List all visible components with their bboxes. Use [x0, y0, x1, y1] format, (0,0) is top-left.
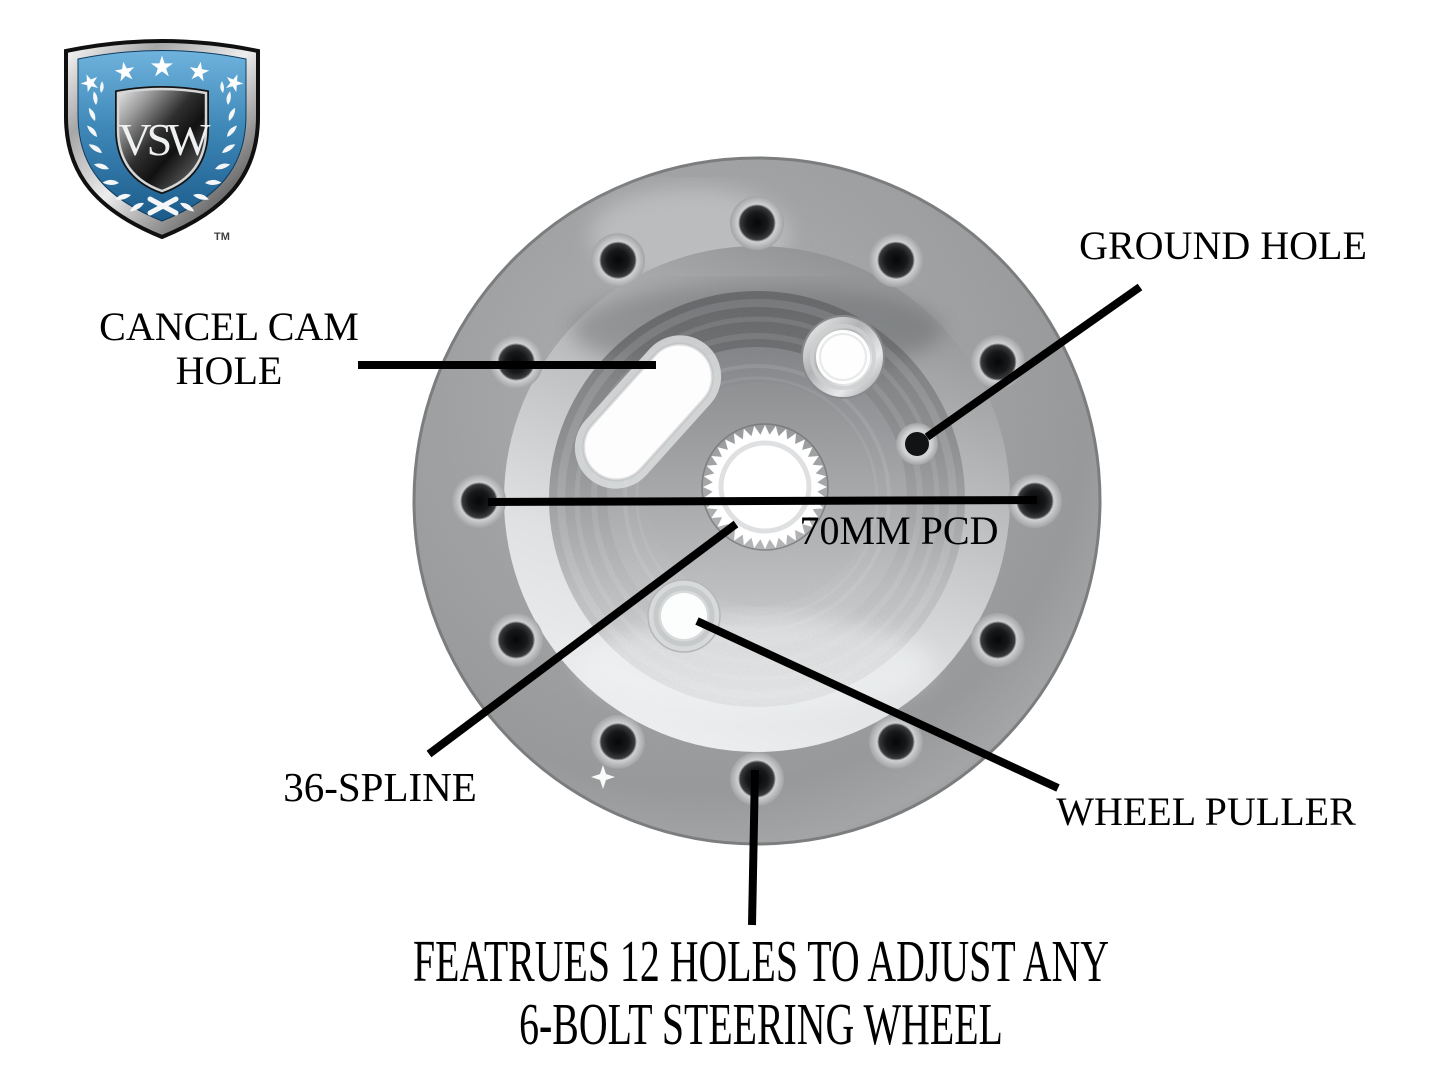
label-spline: 36-SPLINE	[283, 764, 477, 810]
sparkle-highlight	[591, 765, 615, 789]
label-features-line2: 6-BOLT STEERING WHEEL	[519, 991, 1003, 1057]
inner-shield: VSW	[115, 86, 216, 195]
bolt-hole	[729, 195, 785, 251]
label-cancel-cam-hole: CANCEL CAM HOLE	[99, 305, 359, 393]
label-features: FEATRUES 12 HOLES TO ADJUST ANY 6-BOLT S…	[413, 930, 1109, 1056]
bolt-hole	[488, 612, 545, 668]
spline-bore	[701, 423, 829, 551]
logo-brand-text: VSW	[118, 114, 211, 165]
bolt-hole	[969, 334, 1026, 390]
label-features-line1: FEATRUES 12 HOLES TO ADJUST ANY	[413, 928, 1109, 994]
bolt-hole	[590, 232, 646, 289]
leader-pcd	[487, 496, 1038, 506]
label-cancel-cam-line2: HOLE	[175, 348, 283, 393]
bolt-hole	[868, 232, 924, 289]
wheel-puller-hole	[647, 579, 721, 653]
trademark-symbol: TM	[214, 231, 230, 243]
leader-spline	[426, 520, 739, 758]
leader-bottom-holes	[748, 769, 759, 926]
label-wheel-puller: WHEEL PULLER	[1056, 789, 1356, 834]
cancel-cam-slot	[574, 335, 722, 489]
leader-lines	[358, 283, 1143, 926]
leader-ground	[924, 283, 1143, 441]
wreath-ribbon	[147, 196, 179, 216]
laurel-wreath	[86, 80, 238, 216]
label-cancel-cam-line1: CANCEL CAM	[99, 304, 359, 349]
bolt-hole	[969, 612, 1026, 668]
label-pcd: 70MM PCD	[799, 508, 999, 553]
brand-logo: VSW TM	[64, 39, 260, 243]
leader-wheel-puller	[695, 617, 1060, 792]
upper-machined-hole	[801, 315, 885, 399]
bolt-hole	[590, 713, 646, 770]
label-ground-hole: GROUND HOLE	[1079, 223, 1367, 268]
